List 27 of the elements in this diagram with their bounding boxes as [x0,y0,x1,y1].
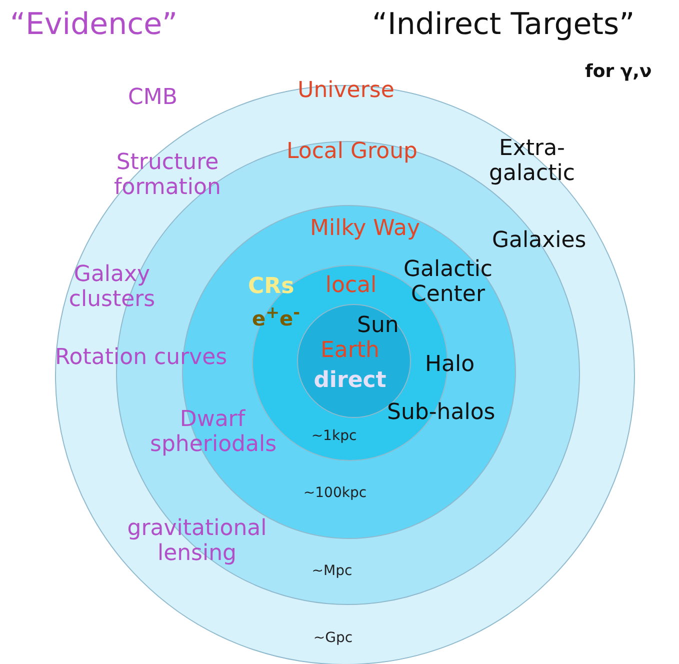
scale-label: direct [314,369,386,394]
quote-heading: “Evidence” [10,8,178,42]
scale-label: ~100kpc [303,486,367,502]
scale-label: ~1kpc [311,429,357,444]
evidence-label: Galaxy clusters [68,262,156,313]
particle-label: CRs [248,274,294,300]
target-label: Halo [425,352,475,378]
scale-label: ~Gpc [313,631,353,646]
target-label: Galaxies [492,228,586,254]
region-label: Earth [320,339,380,364]
region-label: Local Group [286,140,418,164]
evidence-label: Rotation curves [55,345,228,370]
note-text: for γ,ν [585,62,652,83]
particle-label: e$^{+}$e$^{-}$ [252,303,300,331]
target-label: Sub-halos [387,400,496,426]
region-label: Milky Way [310,217,420,242]
region-label: Universe [298,79,394,104]
evidence-label: gravitational lensing [126,516,268,567]
evidence-label: CMB [128,85,178,110]
target-label: Extra-galactic [488,136,576,187]
evidence-label: Dwarf spheriodals [150,407,275,458]
quote-heading: “Indirect Targets” [372,8,635,42]
region-label: local [325,274,377,298]
target-label: Sun [357,313,399,338]
scale-label: ~Mpc [312,564,352,580]
target-label: Galactic Center [402,257,494,308]
evidence-label: Structure formation [113,150,222,201]
